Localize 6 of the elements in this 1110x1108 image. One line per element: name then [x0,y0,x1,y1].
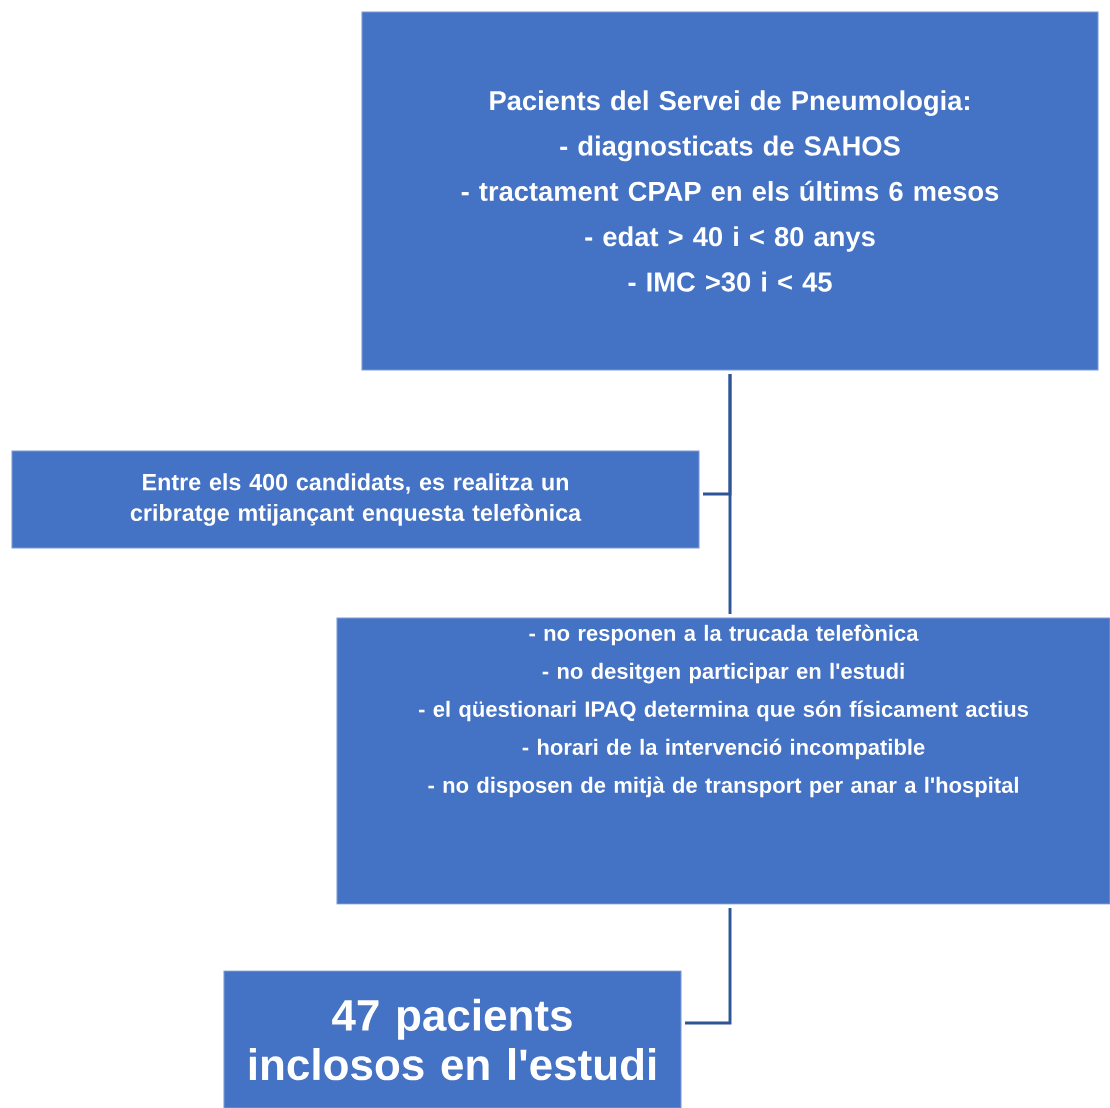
result-box: 47 pacients inclosos en l'estudi [223,970,682,1108]
screening-box: Entre els 400 candidats, es realitza un cribratge mtijançant enquesta telefònica [11,450,700,549]
criteria-box: Pacients del Servei de Pneumologia: - diagnosticats de SAHOS - tractament CPAP en els últims 6 mesos - edat > 40 i < 80 anys - IMC >30 i < 45 [361,11,1099,371]
connector-line [685,908,732,1025]
connector-line [728,374,732,614]
exclusion-box: - no responen a la trucada telefònica - no desitgen participar en l'estudi - el qüestionari IPAQ determina que són físicament actius - horari de la intervenció incompatible - no disposen de mitjà de transport per anar a l'hospital [336,617,1110,905]
